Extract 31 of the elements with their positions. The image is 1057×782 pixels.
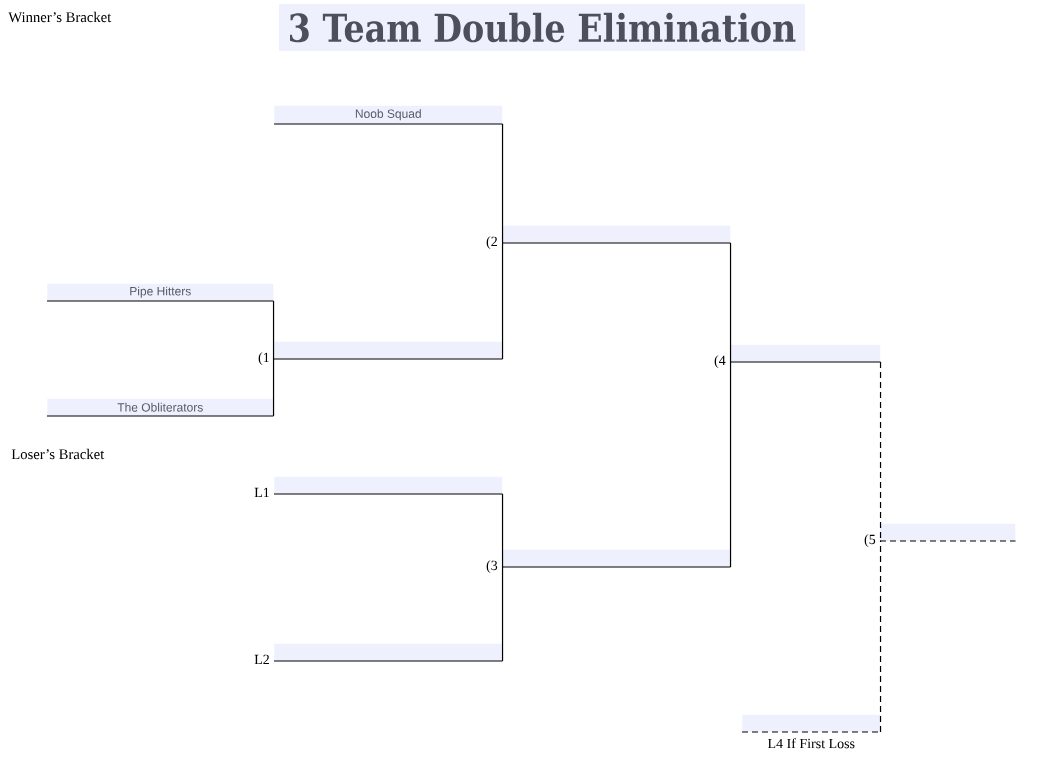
slot-note: L4 If First Loss [767, 738, 855, 749]
bracket-slot: Pipe Hitters [46, 283, 275, 302]
title: 3 Team Double Elimination [279, 4, 805, 51]
match-number: (1 [258, 352, 269, 365]
bracket-slot [501, 225, 732, 244]
match-number: (2 [486, 236, 497, 249]
bracket-slot [501, 549, 732, 568]
bracket-slot [741, 714, 882, 733]
bracket-slot [273, 476, 504, 495]
match-number: (4 [714, 355, 726, 368]
bracket-slot: Noob Squad [273, 105, 504, 125]
slot-label: L1 [254, 487, 269, 497]
bracket-connector [272, 358, 275, 417]
bracket-connector [272, 300, 275, 360]
bracket-connector [501, 566, 504, 662]
bracket-slot [729, 344, 882, 363]
section-heading: Loser’s Bracket [11, 448, 105, 460]
bracket-connector [501, 123, 504, 244]
bracket-slot: The Obliterators [46, 398, 275, 417]
match-number: (5 [864, 534, 876, 547]
bracket-connector [729, 242, 732, 363]
bracket-connector [729, 361, 732, 568]
bracket-connector [879, 540, 882, 733]
bracket-slot [273, 341, 504, 360]
bracket-slot [879, 523, 1017, 542]
section-heading: Winner’s Bracket [8, 11, 112, 23]
bracket-slot [273, 643, 504, 662]
bracket-connector [501, 493, 504, 568]
bracket-connector [501, 242, 504, 360]
slot-label: L2 [254, 654, 269, 664]
match-number: (3 [486, 560, 498, 573]
